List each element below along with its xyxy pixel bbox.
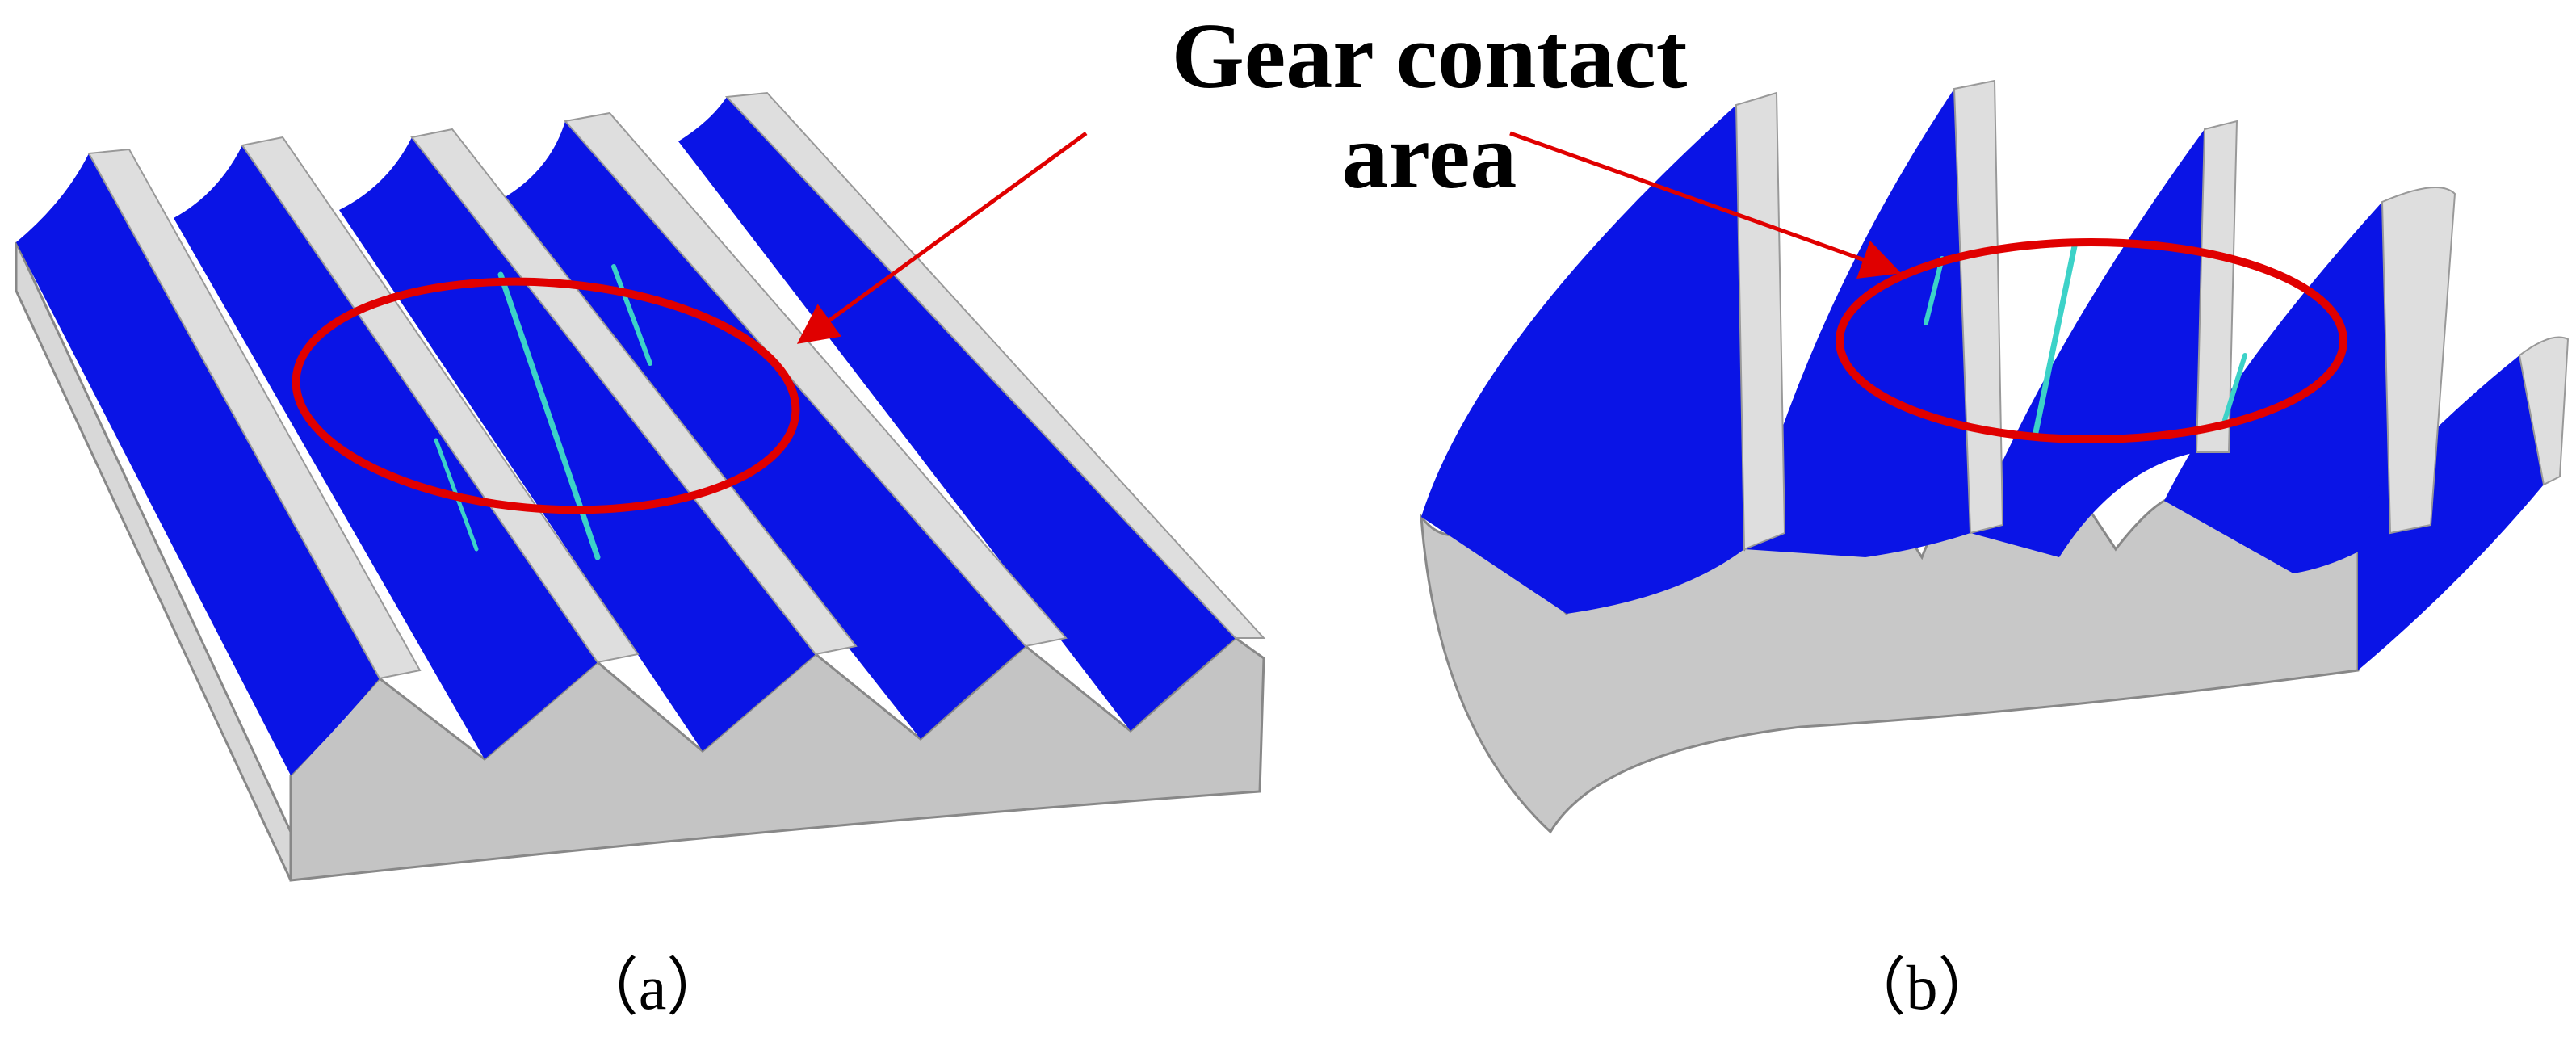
arrow-to-panel-b xyxy=(1509,131,1902,279)
gear-contact-mark-1 xyxy=(2032,239,2079,439)
arrow-to-panel-a xyxy=(796,131,1088,344)
panel-b-gear-segment xyxy=(1420,79,2570,834)
callout-line-1: Gear contact xyxy=(1171,5,1688,108)
rack-top-3 xyxy=(410,128,858,656)
rack-front-section xyxy=(289,636,1265,882)
gear-top-1 xyxy=(1735,91,1786,551)
rack-flank-4 xyxy=(497,121,1026,739)
gear-contact-mark-3 xyxy=(2222,353,2247,422)
gear-top-3 xyxy=(2195,120,2238,453)
gear-top-2 xyxy=(1953,79,2004,535)
rack-flank-2 xyxy=(174,145,598,759)
panel-a-gear-rack xyxy=(15,91,1266,882)
rack-top-4 xyxy=(564,111,1068,648)
rack-contact-mark-2 xyxy=(611,264,652,366)
gear-top-5 xyxy=(2518,336,2570,486)
rack-top-5 xyxy=(724,91,1266,639)
gear-flank-2 xyxy=(1744,89,1970,557)
rack-flank-5 xyxy=(678,97,1236,731)
caption-b: （b） xyxy=(1843,952,2001,1022)
rack-top-1 xyxy=(87,148,422,680)
callout-label: Gear contact area xyxy=(969,6,1890,207)
rack-top-2 xyxy=(241,136,640,664)
gear-flank-1 xyxy=(1421,105,1744,614)
rack-flank-1 xyxy=(16,153,380,775)
gear-flank-4 xyxy=(2164,202,2390,573)
gear-flank-3 xyxy=(1970,129,2205,557)
gear-top-4 xyxy=(2381,187,2456,535)
gear-contact-mark-2 xyxy=(1924,256,1945,325)
gear-contact-highlight xyxy=(1836,238,2347,443)
rack-contact-highlight xyxy=(292,277,800,514)
gear-flank-5 xyxy=(2358,355,2544,670)
callout-line-2: area xyxy=(1341,105,1517,209)
rack-flank-3 xyxy=(339,137,816,751)
caption-a: （a） xyxy=(575,952,730,1022)
